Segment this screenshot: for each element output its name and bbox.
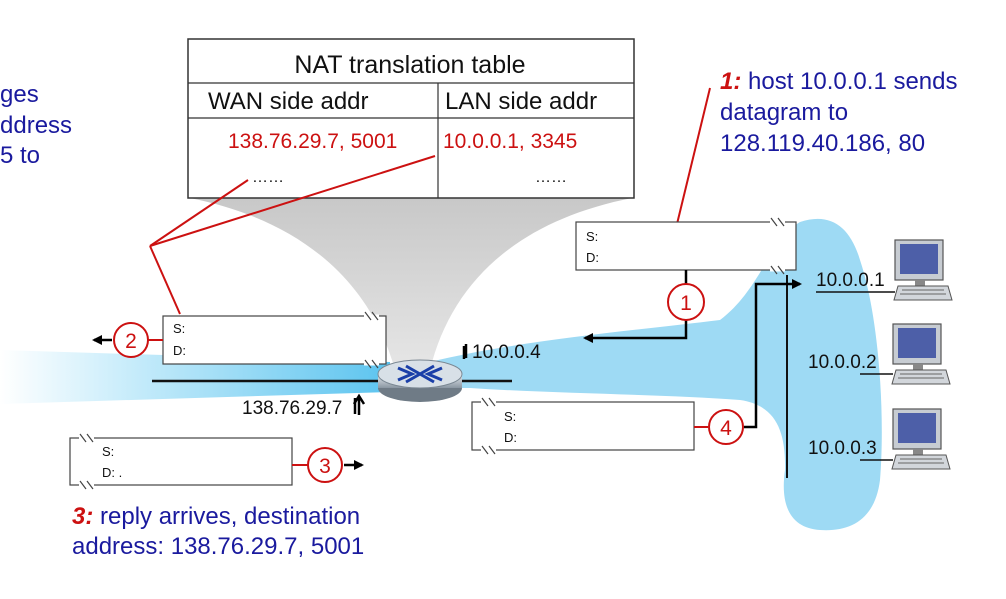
svg-text:128.119.40.186, 80: 128.119.40.186, 80 — [720, 130, 925, 157]
computer-icon — [891, 408, 951, 470]
svg-text:S:: S: — [173, 321, 185, 336]
svg-text:ges: ges — [0, 81, 39, 108]
svg-text:1: host 10.0.0.1 sends: 1: host 10.0.0.1 sends — [720, 68, 958, 95]
svg-text:D:: D: — [173, 343, 186, 358]
svg-text:S:: S: — [504, 409, 516, 424]
router-wan-ip: 138.76.29.7 — [242, 398, 342, 419]
computer-icon — [893, 239, 953, 301]
nat-table: NAT translation table WAN side addr LAN … — [187, 38, 635, 199]
svg-text:5 to: 5 to — [0, 142, 40, 169]
left-annotation: ges ddress 5 to — [0, 81, 72, 169]
marker-4: 4 — [694, 409, 744, 445]
nat-row1-lan: 10.0.0.1, 3345 — [443, 130, 577, 153]
computer-icon — [891, 323, 951, 385]
step3-annotation: 3: reply arrives, destination address: 1… — [72, 503, 364, 560]
flow-arrows — [92, 270, 802, 470]
callout-lines — [149, 87, 711, 315]
nat-row2-lan: …… — [535, 169, 567, 186]
table-funnel — [190, 198, 632, 370]
host-2: 10.0.0.2 — [808, 323, 951, 385]
host-3: 10.0.0.3 — [808, 408, 951, 470]
marker-2: 2 — [113, 322, 163, 358]
nat-row1-wan: 138.76.29.7, 5001 — [228, 130, 397, 153]
svg-text:D:: D: — [504, 430, 517, 445]
packet-4: S: D: — [471, 397, 695, 455]
nat-row2-wan: …… — [252, 169, 284, 186]
packet-1: S: D: — [575, 217, 797, 275]
nat-col-wan: WAN side addr — [208, 88, 369, 115]
svg-text:4: 4 — [720, 417, 732, 440]
host-3-ip: 10.0.0.3 — [808, 438, 877, 459]
host-1-ip: 10.0.0.1 — [816, 270, 885, 291]
svg-text:3: 3 — [319, 455, 331, 478]
host-2-ip: 10.0.0.2 — [808, 352, 877, 373]
nat-router-icon — [377, 359, 463, 402]
svg-text:D: .: D: . — [102, 465, 122, 480]
router-lan-ip: 10.0.0.4 — [472, 342, 541, 363]
svg-text:S:: S: — [102, 444, 114, 459]
nat-col-lan: LAN side addr — [445, 88, 597, 115]
packet-2: S: D: — [162, 311, 387, 369]
svg-text:ddress: ddress — [0, 112, 72, 139]
svg-text:datagram to: datagram to — [720, 99, 848, 126]
svg-text:1: 1 — [680, 292, 692, 315]
marker-3: 3 — [292, 447, 343, 483]
svg-text:3: reply arrives, destination: 3: reply arrives, destination — [72, 503, 360, 530]
wan-ip-tick — [352, 393, 366, 415]
svg-text:D:: D: — [586, 250, 599, 265]
svg-text:2: 2 — [125, 330, 137, 353]
host-1: 10.0.0.1 — [816, 239, 953, 301]
svg-text:S:: S: — [586, 229, 598, 244]
lan-cloud — [430, 218, 882, 531]
svg-text:address: 138.76.29.7, 5001: address: 138.76.29.7, 5001 — [72, 533, 364, 560]
nat-table-title: NAT translation table — [294, 51, 525, 79]
marker-1: 1 — [667, 283, 705, 321]
packet-3: S: D: . — [69, 433, 293, 490]
step1-annotation: 1: host 10.0.0.1 sends datagram to 128.1… — [720, 68, 958, 157]
